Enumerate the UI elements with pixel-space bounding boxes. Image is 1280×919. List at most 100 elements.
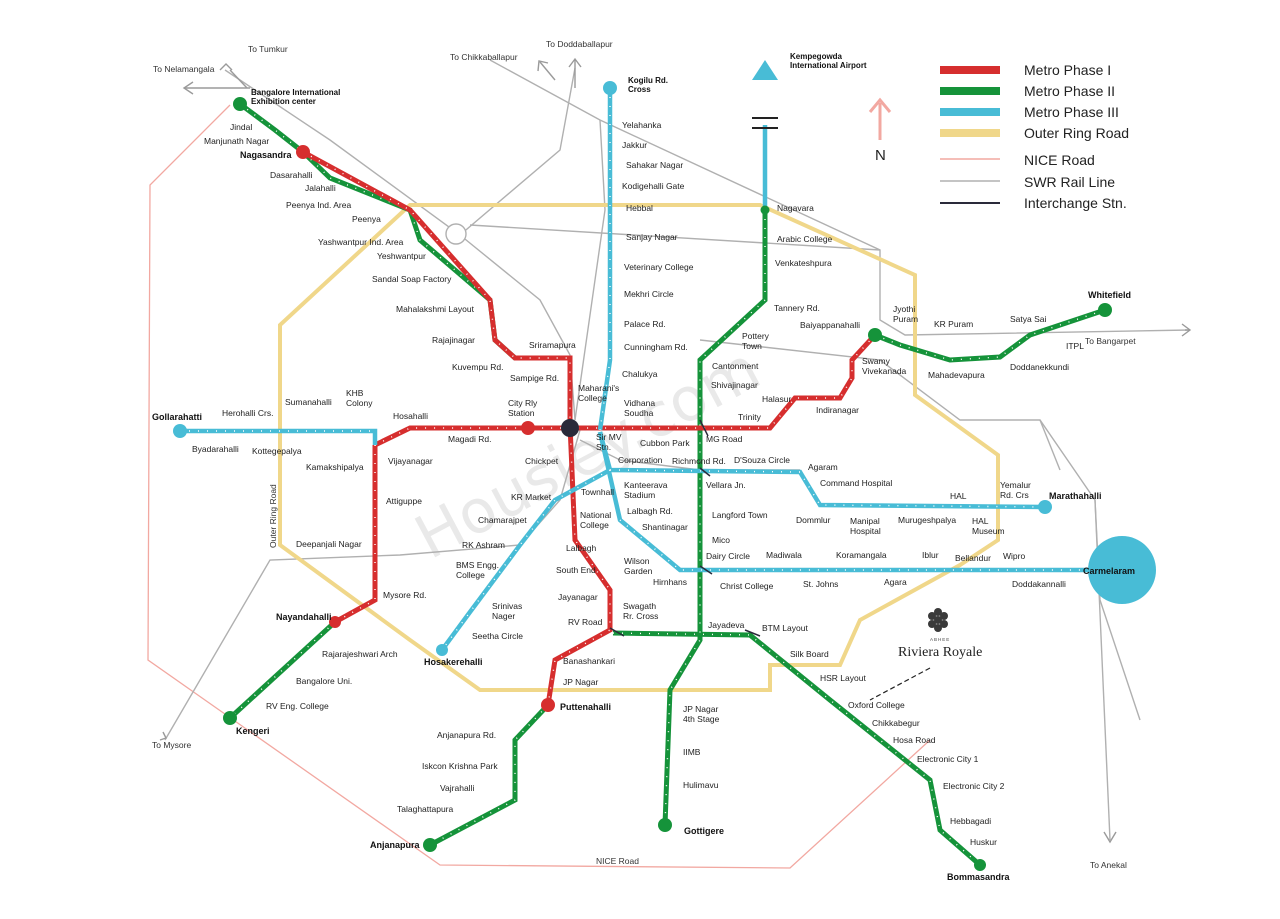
station-oxford: Oxford College (848, 700, 905, 710)
station-kr-market: KR Market (511, 492, 552, 502)
station-herohalli: Herohalli Crs. (222, 408, 274, 418)
station-kodigehalli: Kodigehalli Gate (622, 181, 685, 191)
station-kanteerava: Kanteerava Stadium (624, 480, 668, 500)
station-mahalakshmi: Mahalakshmi Layout (396, 304, 475, 314)
station-christ: Christ College (720, 581, 774, 591)
station-bms: BMS Engg. College (456, 560, 499, 580)
station-byadarahalli: Byadarahalli (192, 444, 239, 454)
legend-phase2: Metro Phase II (1024, 83, 1115, 99)
station-marathahalli: Marathahalli (1049, 491, 1102, 501)
station-rk-ashram: RK Ashram (462, 540, 505, 550)
orr-label: Outer Ring Road (268, 484, 278, 548)
to-mysore: To Mysore (152, 740, 191, 750)
station-corporation: Corporation (618, 455, 663, 465)
station-city-rly: City Rly Station (508, 398, 538, 418)
station-chikkabegur: Chikkabegur (872, 718, 920, 728)
nice-road (147, 104, 931, 869)
station-jp-nagar: JP Nagar (563, 677, 598, 687)
legend-swr: SWR Rail Line (1024, 174, 1115, 190)
station-huskur: Huskur (970, 837, 997, 847)
station-iimb: IIMB (683, 747, 701, 757)
station-bangalore-uni: Bangalore Uni. (296, 676, 352, 686)
station-shantinagar: Shantinagar (642, 522, 688, 532)
station-chamarajpet: Chamarajpet (478, 515, 527, 525)
station-kamakshipalya: Kamakshipalya (306, 462, 364, 472)
station-lalbagh-rd: Lalbagh Rd. (627, 506, 673, 516)
phase1-ticks (302, 151, 876, 706)
station-gollarahatti: Gollarahatti (152, 412, 202, 422)
station-sriramapura: Sriramapura (529, 340, 576, 350)
station-koramangala: Koramangala (836, 550, 887, 560)
station-south-end: South End (556, 565, 596, 575)
station-banashankari: Banashankari (563, 656, 615, 666)
station-iskcon: Iskcon Krishna Park (422, 761, 498, 771)
station-bellandur: Bellandur (955, 553, 991, 563)
brand-tagline: ABHEE (930, 637, 950, 642)
station-cantonment: Cantonment (712, 361, 759, 371)
phase3-ticks (180, 88, 1100, 651)
station-chickpet: Chickpet (525, 456, 559, 466)
station-rajajinagar: Rajajinagar (432, 335, 475, 345)
interchange-links (609, 419, 761, 637)
station-anjanapura-rd: Anjanapura Rd. (437, 730, 496, 740)
station-kr-puram: KR Puram (934, 319, 973, 329)
station-mg-road: MG Road (706, 434, 743, 444)
station-hosa-road: Hosa Road (893, 735, 936, 745)
station-tannery: Tannery Rd. (774, 303, 820, 313)
station-lalbagh: Lalbagh (566, 543, 597, 553)
station-hosahalli: Hosahalli (393, 411, 428, 421)
airport-label: Kempegowda International Airport (790, 52, 867, 70)
station-manjunath: Manjunath Nagar (204, 136, 269, 146)
legend: Metro Phase I Metro Phase II Metro Phase… (940, 62, 1129, 211)
station-yelahanka: Yelahanka (622, 120, 662, 130)
station-jyothi: Jyothi Puram (893, 304, 919, 324)
station-mahadevapura: Mahadevapura (928, 370, 985, 380)
station-dommlur: Dommlur (796, 515, 831, 525)
station-dairy: Dairy Circle (706, 551, 750, 561)
station-st-johns: St. Johns (803, 579, 838, 589)
station-jakkur: Jakkur (622, 140, 647, 150)
station-cunningham: Cunningham Rd. (624, 342, 688, 352)
nice-road-label: NICE Road (596, 856, 639, 866)
station-townhall: Townhall (581, 487, 614, 497)
rail-arrows (159, 57, 1192, 844)
station-gottigere: Gottigere (684, 826, 724, 836)
station-khb: KHB Colony (346, 388, 373, 408)
station-hal: HAL (950, 491, 967, 501)
station-magadi: Magadi Rd. (448, 434, 491, 444)
station-cubbon: Cubbon Park (640, 438, 690, 448)
station-jindal: Jindal (230, 122, 252, 132)
station-sanjay: Sanjay Nagar (626, 232, 678, 242)
station-madiwala: Madiwala (766, 550, 802, 560)
station-iblur: Iblur (922, 550, 939, 560)
station-satya-sai: Satya Sai (1010, 314, 1046, 324)
station-national: National College (580, 510, 612, 530)
station-vijayanagar: Vijayanagar (388, 456, 433, 466)
station-hal-museum: HAL Museum (972, 516, 1005, 536)
legend-phase3: Metro Phase III (1024, 104, 1119, 120)
station-carmelaram: Carmelaram (1083, 566, 1135, 576)
station-dasarahalli: Dasarahalli (270, 170, 313, 180)
station-swamy: Swamy Vivekanada (862, 356, 907, 376)
station-baiyappanahalli: Baiyappanahalli (800, 320, 860, 330)
station-manipal: Manipal Hospital (850, 516, 881, 536)
station-doddanekkundi: Doddanekkundi (1010, 362, 1069, 372)
station-halasur: Halasur (762, 394, 791, 404)
major-stations (173, 81, 1156, 871)
station-veterinary: Veterinary College (624, 262, 694, 272)
station-nagasandra: Nagasandra (240, 150, 293, 160)
station-yeshwantpur: Yeshwantpur (377, 251, 426, 261)
station-jayanagar: Jayanagar (558, 592, 598, 602)
station-sumanahalli: Sumanahalli (285, 397, 332, 407)
station-peenya-ind: Peenya Ind. Area (286, 200, 351, 210)
station-indiranagar: Indiranagar (816, 405, 859, 415)
station-attiguppe: Attiguppe (386, 496, 422, 506)
station-puttenahalli: Puttenahalli (560, 702, 611, 712)
station-ec1: Electronic City 1 (917, 754, 979, 764)
station-sampige: Sampige Rd. (510, 373, 559, 383)
station-talaghattapura: Talaghattapura (397, 804, 454, 814)
station-yeshwantpur-ind: Yashwantpur Ind. Area (318, 237, 404, 247)
brand-name: Riviera Royale (898, 645, 982, 660)
station-doddakannalli: Doddakannalli (1012, 579, 1066, 589)
brand-pointer (869, 667, 931, 701)
